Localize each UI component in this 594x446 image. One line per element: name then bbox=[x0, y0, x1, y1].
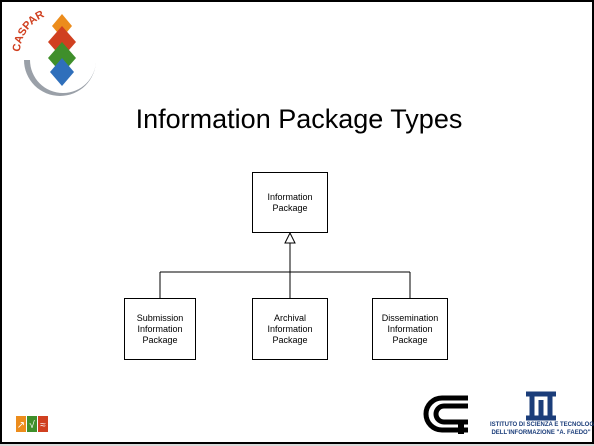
child-box-dissemination: Dissemination Information Package bbox=[372, 298, 448, 360]
isti-logo-subtext: DELL'INFORMAZIONE "A. FAEDO" bbox=[491, 430, 591, 436]
svg-text:√: √ bbox=[29, 419, 35, 431]
isti-logo: ISTITUTO DI SCIENZA E TECNOLOGIE DELL'IN… bbox=[490, 390, 594, 440]
caspar-logo-icon: CASPAR bbox=[11, 8, 96, 96]
slide-title: Information Package Types bbox=[135, 104, 463, 134]
arrows-icon: ↗ √ ≈ bbox=[16, 416, 48, 432]
child-box-archival: Archival Information Package bbox=[252, 298, 328, 360]
child-box-submission: Submission Information Package bbox=[124, 298, 196, 360]
svg-text:↗: ↗ bbox=[17, 420, 25, 431]
inheritance-arrowhead bbox=[284, 231, 296, 244]
cnr-logo-icon bbox=[423, 395, 468, 434]
colorful-arrows-logo: ↗ √ ≈ bbox=[16, 416, 48, 432]
isti-logo-text: ISTITUTO DI SCIENZA E TECNOLOGIE bbox=[490, 422, 594, 428]
cnr-logo bbox=[422, 392, 474, 438]
isti-logo-icon bbox=[526, 391, 556, 421]
root-box: Information Package bbox=[252, 172, 328, 233]
svg-text:≈: ≈ bbox=[40, 420, 46, 431]
caspar-logo: CASPAR bbox=[10, 8, 106, 104]
